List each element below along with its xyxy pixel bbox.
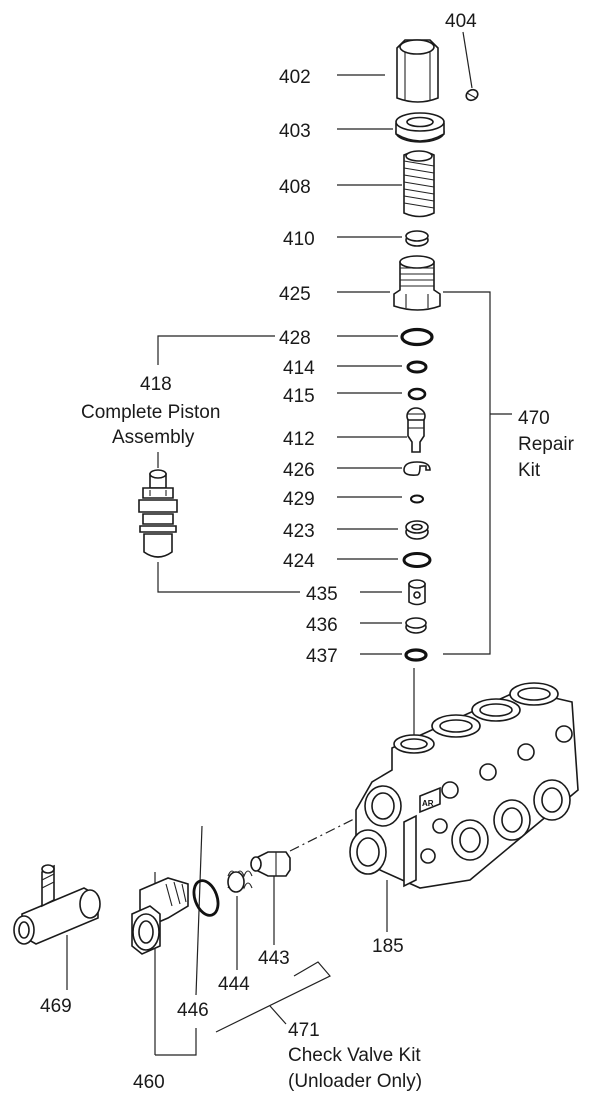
part-424-oring xyxy=(402,552,432,568)
part-410-disc xyxy=(405,230,429,247)
part-444-spring xyxy=(227,870,253,893)
label-444: 444 xyxy=(218,974,250,995)
part-408-spring xyxy=(403,150,435,218)
label-428: 428 xyxy=(279,328,311,349)
label-408: 408 xyxy=(279,177,311,198)
check-valve-parts xyxy=(13,851,291,955)
label-460: 460 xyxy=(133,1072,165,1093)
part-412-piston xyxy=(406,407,426,453)
leader-460-b xyxy=(155,1028,197,1056)
part-460-fitting xyxy=(131,877,189,955)
leader-471 xyxy=(269,1005,287,1025)
part-403-ring xyxy=(395,112,445,143)
label-423: 423 xyxy=(283,521,315,542)
part-446-oring xyxy=(192,879,220,917)
part-418-piston-assembly xyxy=(138,469,178,558)
part-443-valve xyxy=(250,851,291,877)
label-403: 403 xyxy=(279,121,311,142)
part-404-screw xyxy=(465,88,479,102)
leader-404 xyxy=(462,31,473,89)
label-471-line2: (Unloader Only) xyxy=(288,1071,422,1092)
part-428-oring xyxy=(400,327,434,347)
bracket-418-bottom xyxy=(157,562,300,593)
label-470-line2: Kit xyxy=(518,460,541,481)
part-435-sleeve xyxy=(408,579,426,606)
label-410: 410 xyxy=(283,229,315,250)
leader-lines xyxy=(66,31,512,1056)
label-426: 426 xyxy=(283,460,315,481)
part-402-cap xyxy=(396,39,439,103)
label-470-line1: Repair xyxy=(518,434,575,455)
label-436: 436 xyxy=(306,615,338,636)
part-436-seal xyxy=(405,617,427,634)
label-425: 425 xyxy=(279,284,311,305)
label-418-line2: Assembly xyxy=(112,427,195,448)
label-424: 424 xyxy=(283,551,315,572)
label-471-line1: Check Valve Kit xyxy=(288,1045,421,1066)
label-471: 471 xyxy=(288,1020,320,1041)
label-412: 412 xyxy=(283,429,315,450)
label-435: 435 xyxy=(306,584,338,605)
label-437: 437 xyxy=(306,646,338,667)
part-469-tee xyxy=(13,864,101,945)
bracket-418-top xyxy=(157,335,275,365)
part-414-washer xyxy=(406,360,428,374)
part-185-manifold: AR xyxy=(349,682,579,889)
part-437-oring xyxy=(404,648,428,662)
part-425-seat xyxy=(393,255,441,311)
label-414: 414 xyxy=(283,358,315,379)
label-402: 402 xyxy=(279,67,311,88)
label-418: 418 xyxy=(140,374,172,395)
label-418-line1: Complete Piston xyxy=(81,402,220,423)
label-446: 446 xyxy=(177,1000,209,1021)
label-404: 404 xyxy=(445,11,477,32)
part-415-oring xyxy=(407,387,427,401)
brand-logo: AR xyxy=(422,799,434,808)
label-185: 185 xyxy=(372,936,404,957)
bracket-470 xyxy=(443,291,491,655)
label-415: 415 xyxy=(283,386,315,407)
valve-stack xyxy=(393,39,479,662)
label-443: 443 xyxy=(258,948,290,969)
part-429-oring xyxy=(410,494,424,504)
label-429: 429 xyxy=(283,489,315,510)
label-470: 470 xyxy=(518,408,550,429)
part-423-seal xyxy=(405,520,429,540)
bracket-471 xyxy=(215,961,331,1033)
part-426-retainer xyxy=(403,461,431,476)
part-labels: 402 404 403 408 410 425 428 414 415 412 … xyxy=(40,11,575,1093)
label-469: 469 xyxy=(40,996,72,1017)
